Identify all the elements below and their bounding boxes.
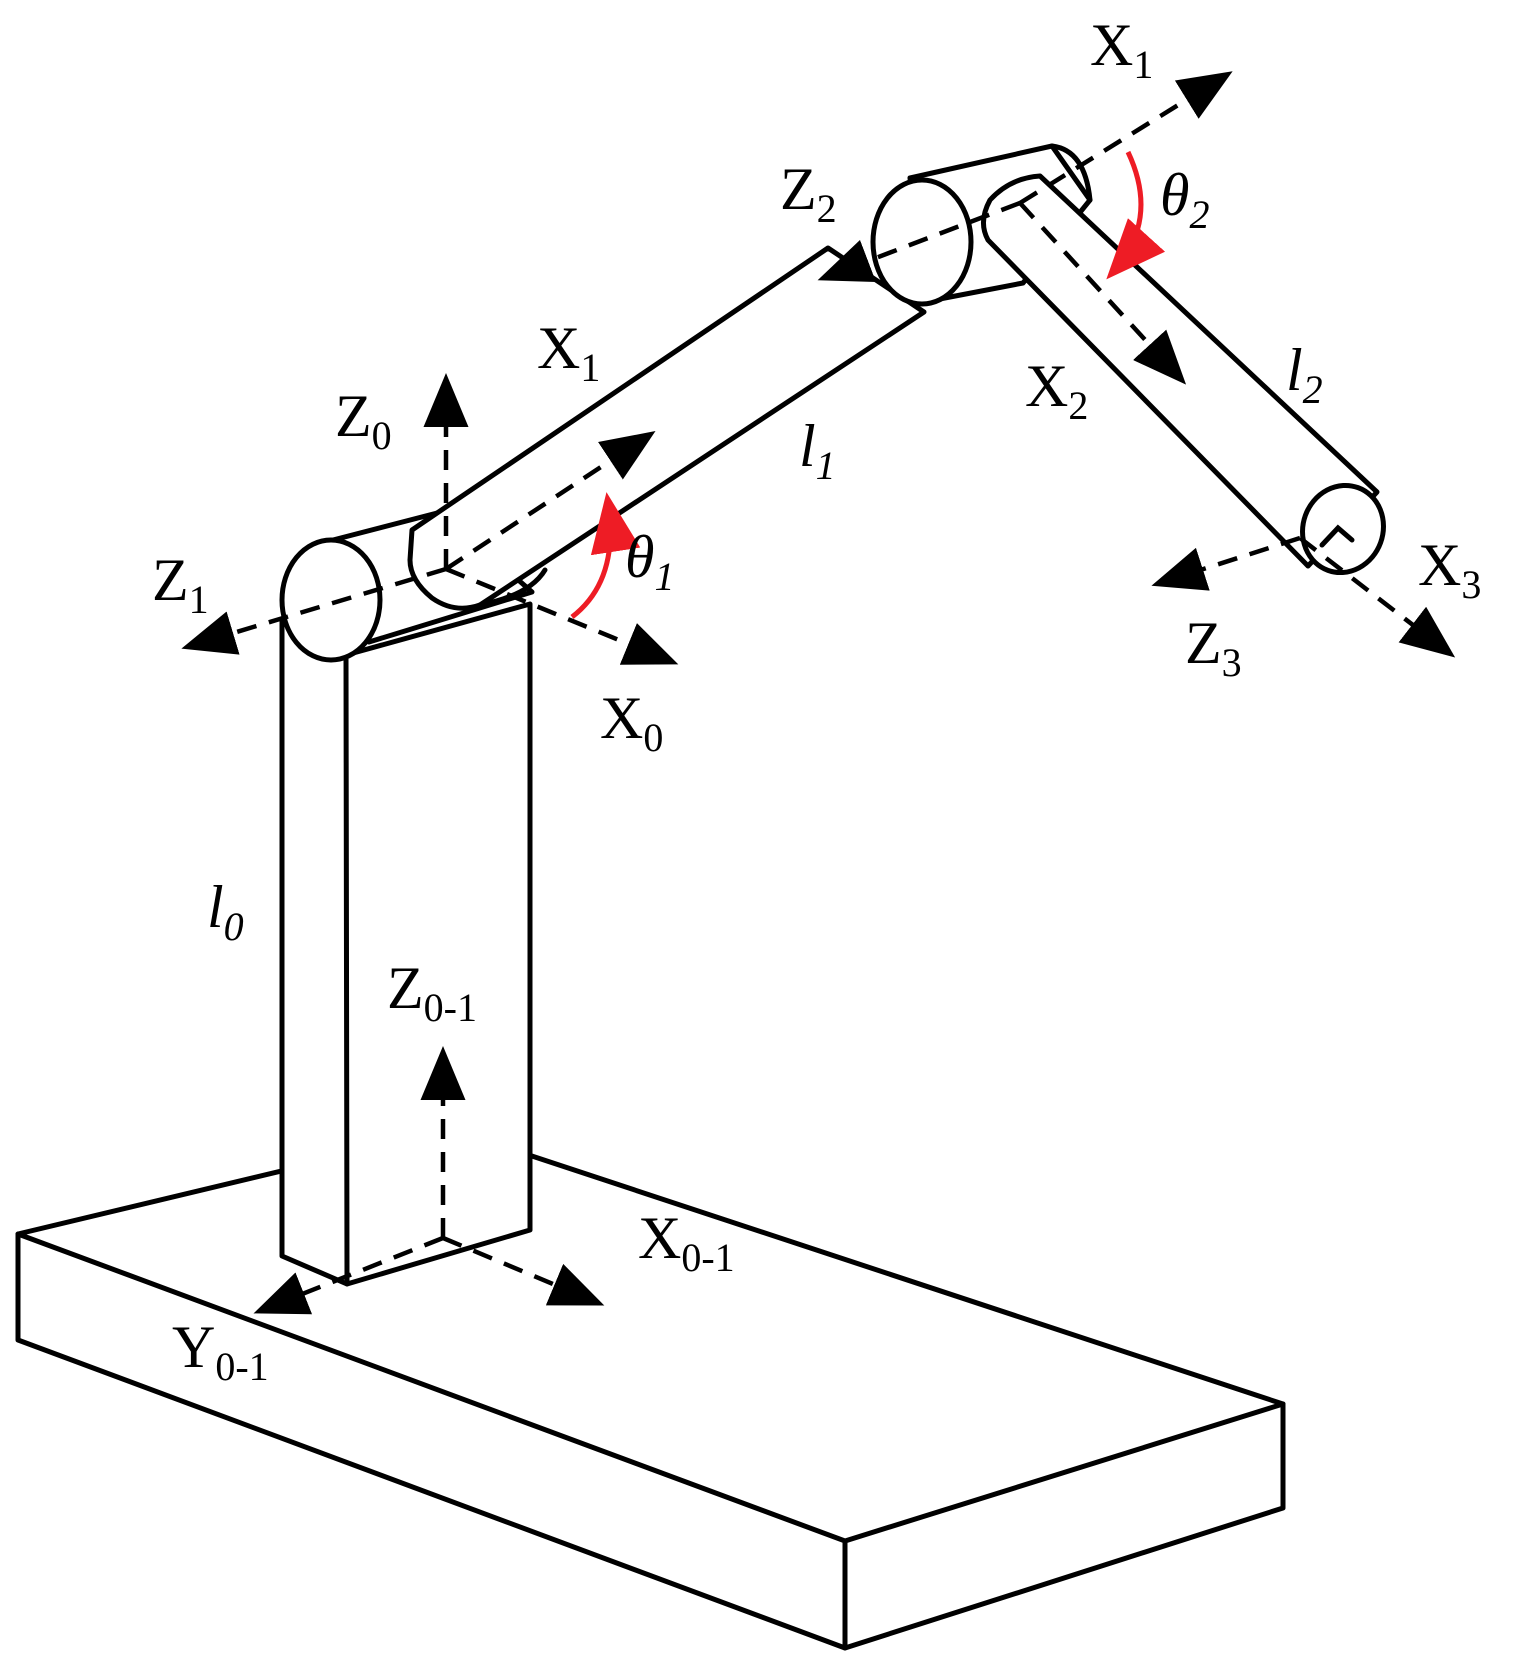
- upper-arm-link-l1: [407, 245, 927, 611]
- label-x2: X2: [1025, 353, 1088, 428]
- axis-x1-link: [444, 431, 656, 571]
- theta2-arc: [1106, 150, 1166, 280]
- axis-z1: [181, 566, 447, 655]
- label-l1: l1: [799, 413, 836, 488]
- pillar-link-l0: [279, 601, 533, 1287]
- label-z01: Z0-1: [387, 955, 477, 1030]
- label-y01: Y0-1: [172, 1314, 269, 1389]
- label-z3: Z3: [1185, 610, 1242, 685]
- axis-x1-top: [1018, 71, 1233, 205]
- label-z2: Z2: [780, 156, 837, 231]
- label-x0: X0: [600, 685, 663, 760]
- label-x01: X0-1: [638, 1205, 735, 1280]
- end-effector-frame-mark: [1319, 524, 1355, 548]
- axis-z2: [817, 200, 1021, 282]
- theta1-arc: [570, 492, 641, 619]
- label-z0: Z0: [335, 383, 392, 458]
- label-z1: Z1: [152, 547, 209, 622]
- label-theta2: θ2: [1160, 162, 1209, 237]
- label-l0: l0: [207, 874, 244, 949]
- label-x1-top: X1: [1090, 12, 1153, 87]
- label-theta1: θ1: [625, 524, 674, 599]
- coordinate-axes: [181, 71, 1456, 1315]
- shoulder-joint-face: [279, 537, 383, 663]
- axis-z3: [1151, 535, 1301, 591]
- label-x3: X3: [1418, 532, 1481, 607]
- axis-x0: [445, 566, 679, 665]
- axis-x01: [442, 1235, 605, 1306]
- label-x1-link: X1: [537, 315, 600, 390]
- label-l2: l2: [1286, 337, 1323, 412]
- axis-x2: [1018, 201, 1187, 385]
